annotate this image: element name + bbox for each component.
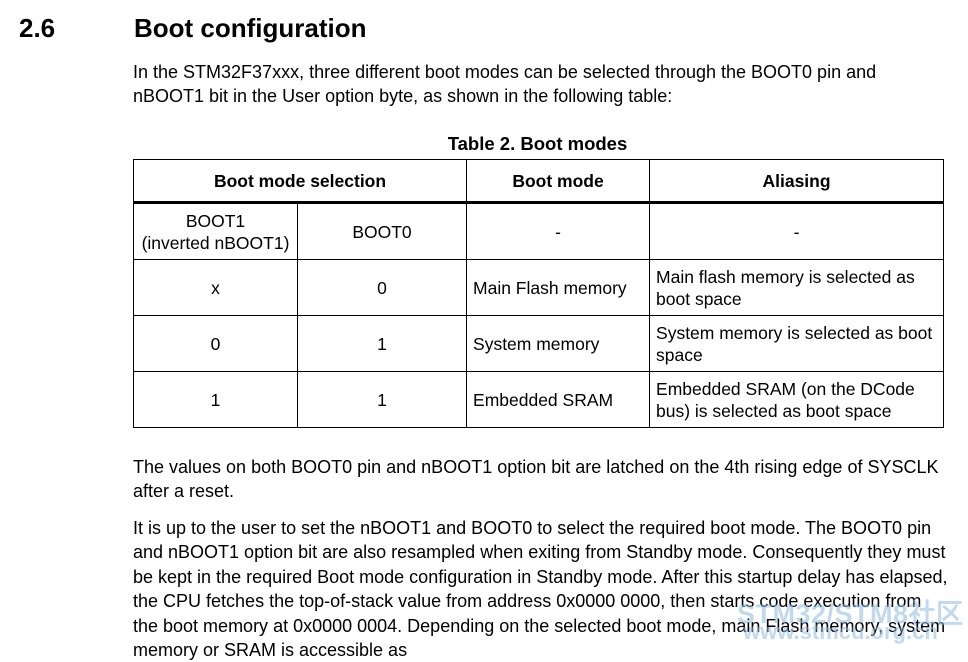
subheader-boot-mode: - — [466, 202, 651, 260]
boot1-note: (inverted nBOOT1) — [141, 232, 290, 253]
table-header-row: Boot mode selection Boot mode Aliasing — [132, 159, 945, 204]
cell-boot1: 0 — [133, 315, 298, 372]
header-aliasing: Aliasing — [649, 159, 945, 204]
cell-aliasing: Embedded SRAM (on the DCode bus) is sele… — [649, 371, 945, 428]
subheader-aliasing: - — [649, 202, 945, 260]
cell-boot-mode: Embedded SRAM — [466, 371, 651, 428]
cell-boot1: x — [133, 259, 298, 316]
user-paragraph: It is up to the user to set the nBOOT1 a… — [133, 518, 948, 661]
cell-boot0: 1 — [296, 371, 468, 428]
cell-boot0: 0 — [296, 259, 468, 316]
boot1-label: BOOT1 — [185, 210, 246, 231]
latch-paragraph: The values on both BOOT0 pin and nBOOT1 … — [133, 457, 939, 502]
subheader-boot0: BOOT0 — [296, 202, 468, 260]
cell-boot-mode: Main Flash memory — [466, 259, 651, 316]
cell-boot1: 1 — [133, 371, 298, 428]
table-row: x 0 Main Flash memory Main flash memory … — [133, 259, 945, 316]
subheader-boot1: BOOT1 (inverted nBOOT1) — [133, 202, 298, 260]
boot-modes-table: Boot mode selection Boot mode Aliasing B… — [132, 159, 945, 428]
section-number: 2.6 — [19, 13, 56, 43]
cell-boot0: 1 — [296, 315, 468, 372]
section-title: Boot configuration — [134, 13, 367, 43]
intro-paragraph: In the STM32F37xxx, three different boot… — [133, 62, 877, 107]
cell-boot-mode: System memory — [466, 315, 651, 372]
table-subheader-row: BOOT1 (inverted nBOOT1) BOOT0 - - — [133, 202, 945, 260]
table-row: 0 1 System memory System memory is selec… — [133, 315, 945, 372]
header-boot-mode: Boot mode — [466, 159, 651, 204]
cell-aliasing: Main flash memory is selected as boot sp… — [649, 259, 945, 316]
cell-aliasing: System memory is selected as boot space — [649, 315, 945, 372]
header-boot-mode-selection: Boot mode selection — [132, 159, 468, 204]
table-caption: Table 2. Boot modes — [447, 133, 628, 154]
table-row: 1 1 Embedded SRAM Embedded SRAM (on the … — [133, 371, 945, 428]
